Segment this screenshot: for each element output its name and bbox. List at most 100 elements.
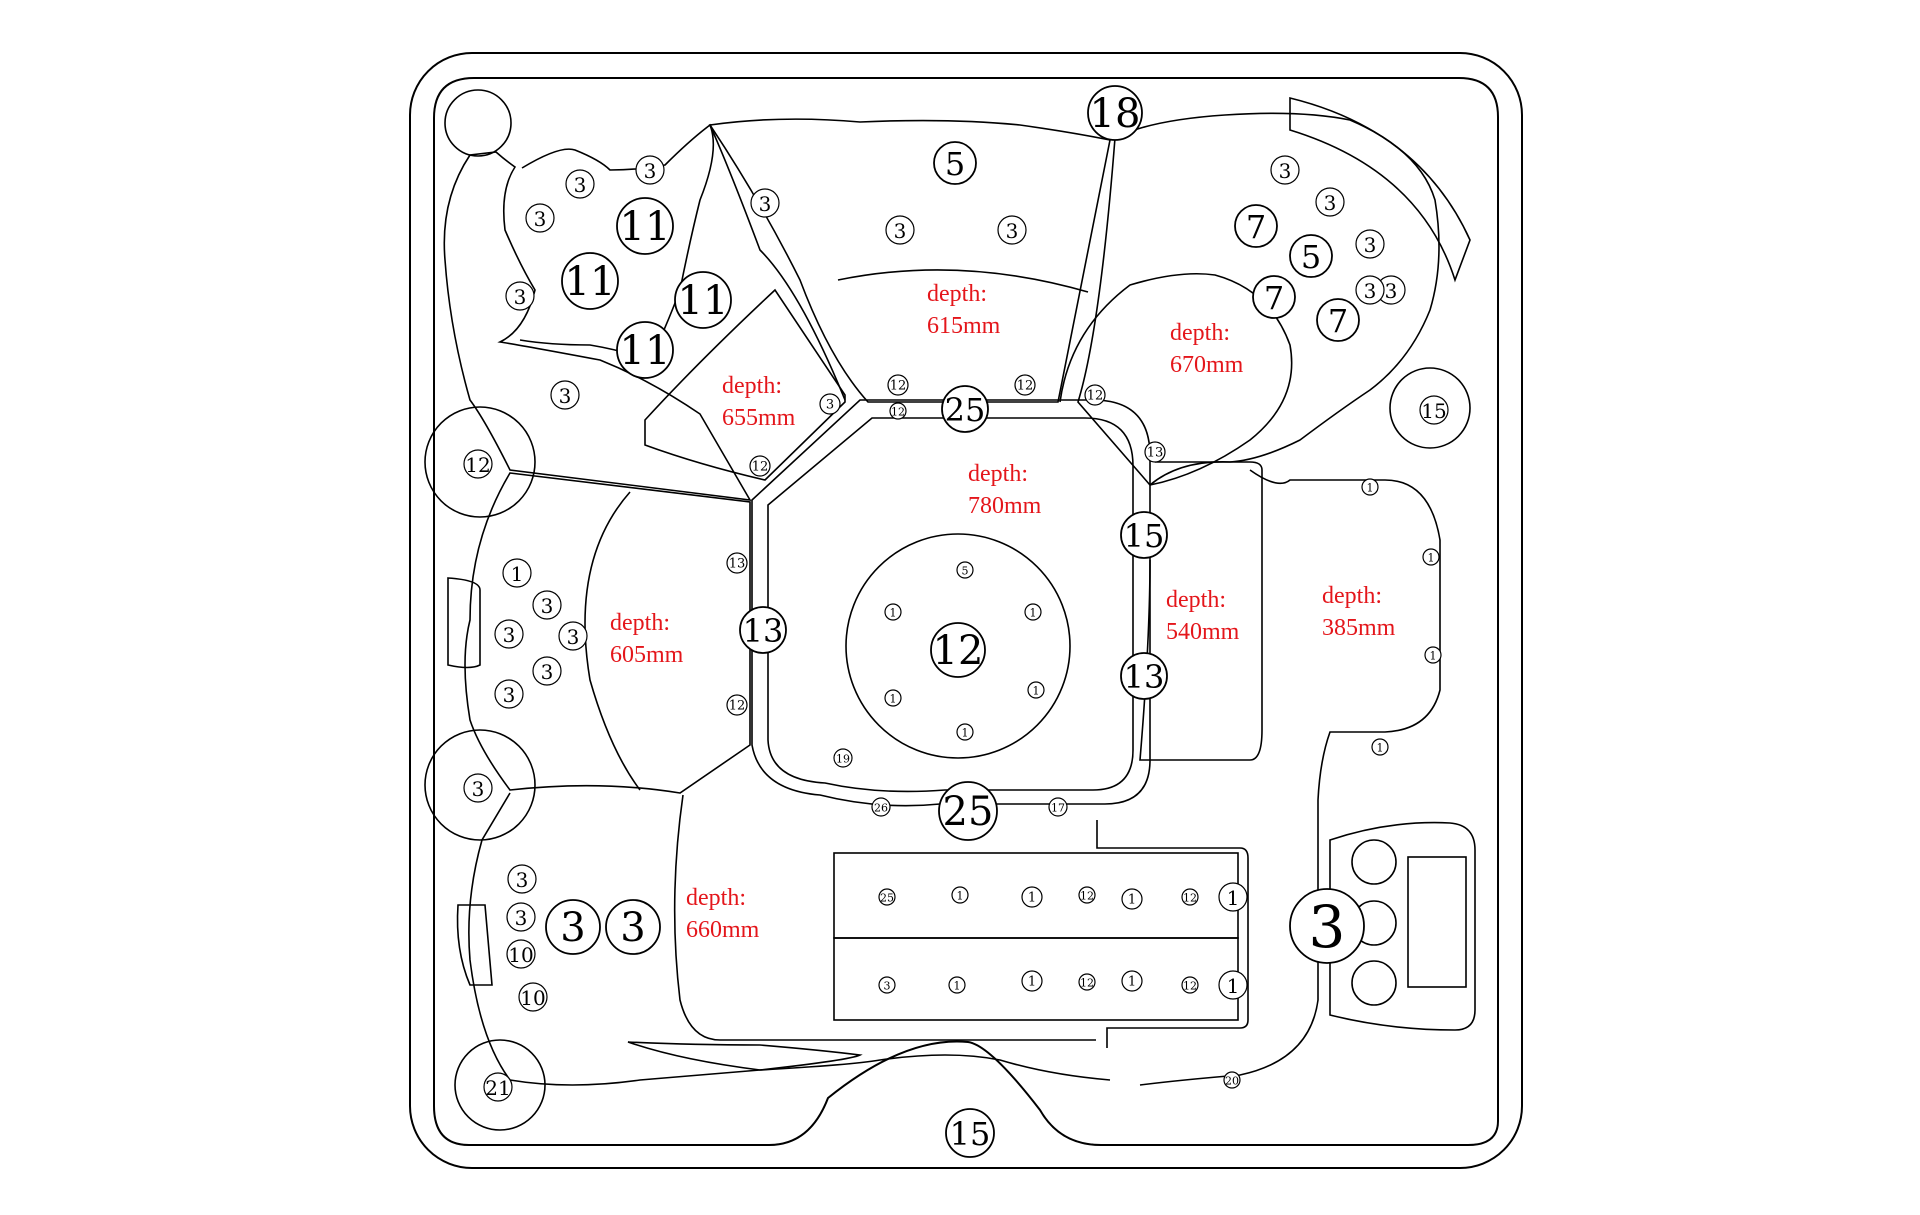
- marker-13: 13: [739, 606, 787, 654]
- depth-caption: depth:: [1322, 583, 1382, 609]
- marker-number: 3: [503, 623, 516, 647]
- marker-number: 1: [957, 890, 964, 903]
- marker-number: 1: [1367, 482, 1374, 495]
- marker-number: 3: [472, 777, 485, 801]
- marker-12: 12: [1078, 886, 1096, 904]
- marker-circle: [1270, 155, 1300, 185]
- marker-number: 3: [1006, 219, 1019, 243]
- niche-19-w: [424, 729, 536, 841]
- marker-number: 3: [894, 219, 907, 243]
- marker-circle: [726, 694, 748, 716]
- marker-3: 3: [819, 393, 841, 415]
- sw-headrest: [456, 904, 493, 986]
- control-panel: [1329, 821, 1476, 1031]
- marker-number: 12: [1080, 890, 1094, 903]
- marker-circle: [1289, 888, 1365, 964]
- marker-circle: [884, 689, 902, 707]
- marker-number: 15: [1421, 399, 1446, 423]
- marker-circle: [1181, 888, 1199, 906]
- marker-number: 13: [1124, 658, 1165, 696]
- marker-number: 1: [890, 607, 897, 620]
- marker-1: 1: [1121, 970, 1143, 992]
- marker-circle: [635, 155, 665, 185]
- depth-value: 670mm: [1170, 352, 1244, 378]
- marker-circle: [1419, 395, 1449, 425]
- depth-value: 660mm: [686, 917, 760, 943]
- marker-1: 1: [1422, 548, 1440, 566]
- marker-circle: [605, 899, 661, 955]
- marker-circle: [1234, 204, 1278, 248]
- marker-circle: [945, 1108, 995, 1158]
- marker-number: 12: [890, 379, 907, 394]
- marker-number: 3: [1385, 279, 1398, 303]
- marker-12: 12: [749, 455, 771, 477]
- marker-circle: [1371, 738, 1389, 756]
- marker-number: 20: [1225, 1075, 1239, 1088]
- marker-3: 3: [532, 590, 562, 620]
- marker-circle: [518, 982, 548, 1012]
- marker-number: 3: [534, 207, 547, 231]
- marker-circle: [674, 271, 732, 329]
- marker-circle: [1027, 681, 1045, 699]
- marker-1: 1: [1021, 886, 1043, 908]
- marker-10: 10: [518, 982, 548, 1012]
- marker-3: 3: [1270, 155, 1300, 185]
- marker-3: 3: [506, 902, 536, 932]
- marker-circle: [545, 899, 601, 955]
- footwell-center-ring: [845, 533, 1071, 759]
- marker-number: 25: [945, 391, 986, 429]
- marker-circle: [1252, 275, 1296, 319]
- north-seat-line: [837, 269, 1089, 293]
- north-wedge: [709, 124, 846, 401]
- marker-number: 10: [520, 986, 545, 1010]
- depth-caption: depth:: [722, 373, 782, 399]
- marker-number: 3: [514, 285, 527, 309]
- marker-number: 12: [1017, 379, 1034, 394]
- depth-label-sw-seat: depth: 660mm: [686, 885, 760, 943]
- marker-circle: [948, 976, 966, 994]
- marker-number: 18: [1090, 91, 1141, 137]
- marker-number: 26: [874, 802, 888, 815]
- marker-circle: [1120, 511, 1168, 559]
- nw-lounge-outline: [443, 151, 752, 501]
- spa-inner-rim: [433, 77, 1499, 1146]
- depth-caption: depth:: [686, 885, 746, 911]
- marker-circle: [506, 939, 536, 969]
- marker-12: 12: [1014, 374, 1036, 396]
- marker-circle: [889, 402, 907, 420]
- marker-circle: [878, 976, 896, 994]
- marker-circle: [749, 455, 771, 477]
- depth-label-west-seat: depth:605mm: [610, 610, 684, 668]
- marker-number: 3: [1364, 233, 1377, 257]
- nw-seat-cushion: [519, 123, 715, 361]
- marker-circle: [1021, 886, 1043, 908]
- marker-circle: [750, 188, 780, 218]
- niche-15-e: [1389, 367, 1471, 449]
- east-seat-outline: [1139, 461, 1263, 761]
- marker-number: 3: [559, 384, 572, 408]
- marker-circle: [616, 321, 674, 379]
- marker-12: 12: [930, 622, 986, 678]
- marker-number: 1: [1028, 975, 1036, 990]
- marker-circle: [933, 141, 977, 185]
- marker-number: 3: [1364, 279, 1377, 303]
- marker-25: 25: [941, 385, 989, 433]
- marker-12: 12: [1181, 888, 1199, 906]
- marker-number: 13: [729, 557, 746, 572]
- marker-17: 17: [1048, 797, 1068, 817]
- marker-number: 5: [1301, 238, 1321, 276]
- marker-3: 3: [997, 215, 1027, 245]
- marker-number: 11: [678, 278, 729, 324]
- marker-number: 13: [743, 612, 784, 650]
- marker-12: 12: [1181, 976, 1199, 994]
- marker-number: 12: [1183, 980, 1197, 993]
- marker-number: 1: [1377, 742, 1384, 755]
- depth-label-nw-lounge: depth:655mm: [722, 373, 796, 431]
- marker-1: 1: [1424, 646, 1442, 664]
- marker-7: 7: [1316, 298, 1360, 342]
- marker-circle: [1078, 886, 1096, 904]
- depth-value: 780mm: [968, 493, 1042, 519]
- depth-caption: depth:: [968, 461, 1028, 487]
- marker-3: 3: [505, 281, 535, 311]
- marker-number: 12: [752, 460, 769, 475]
